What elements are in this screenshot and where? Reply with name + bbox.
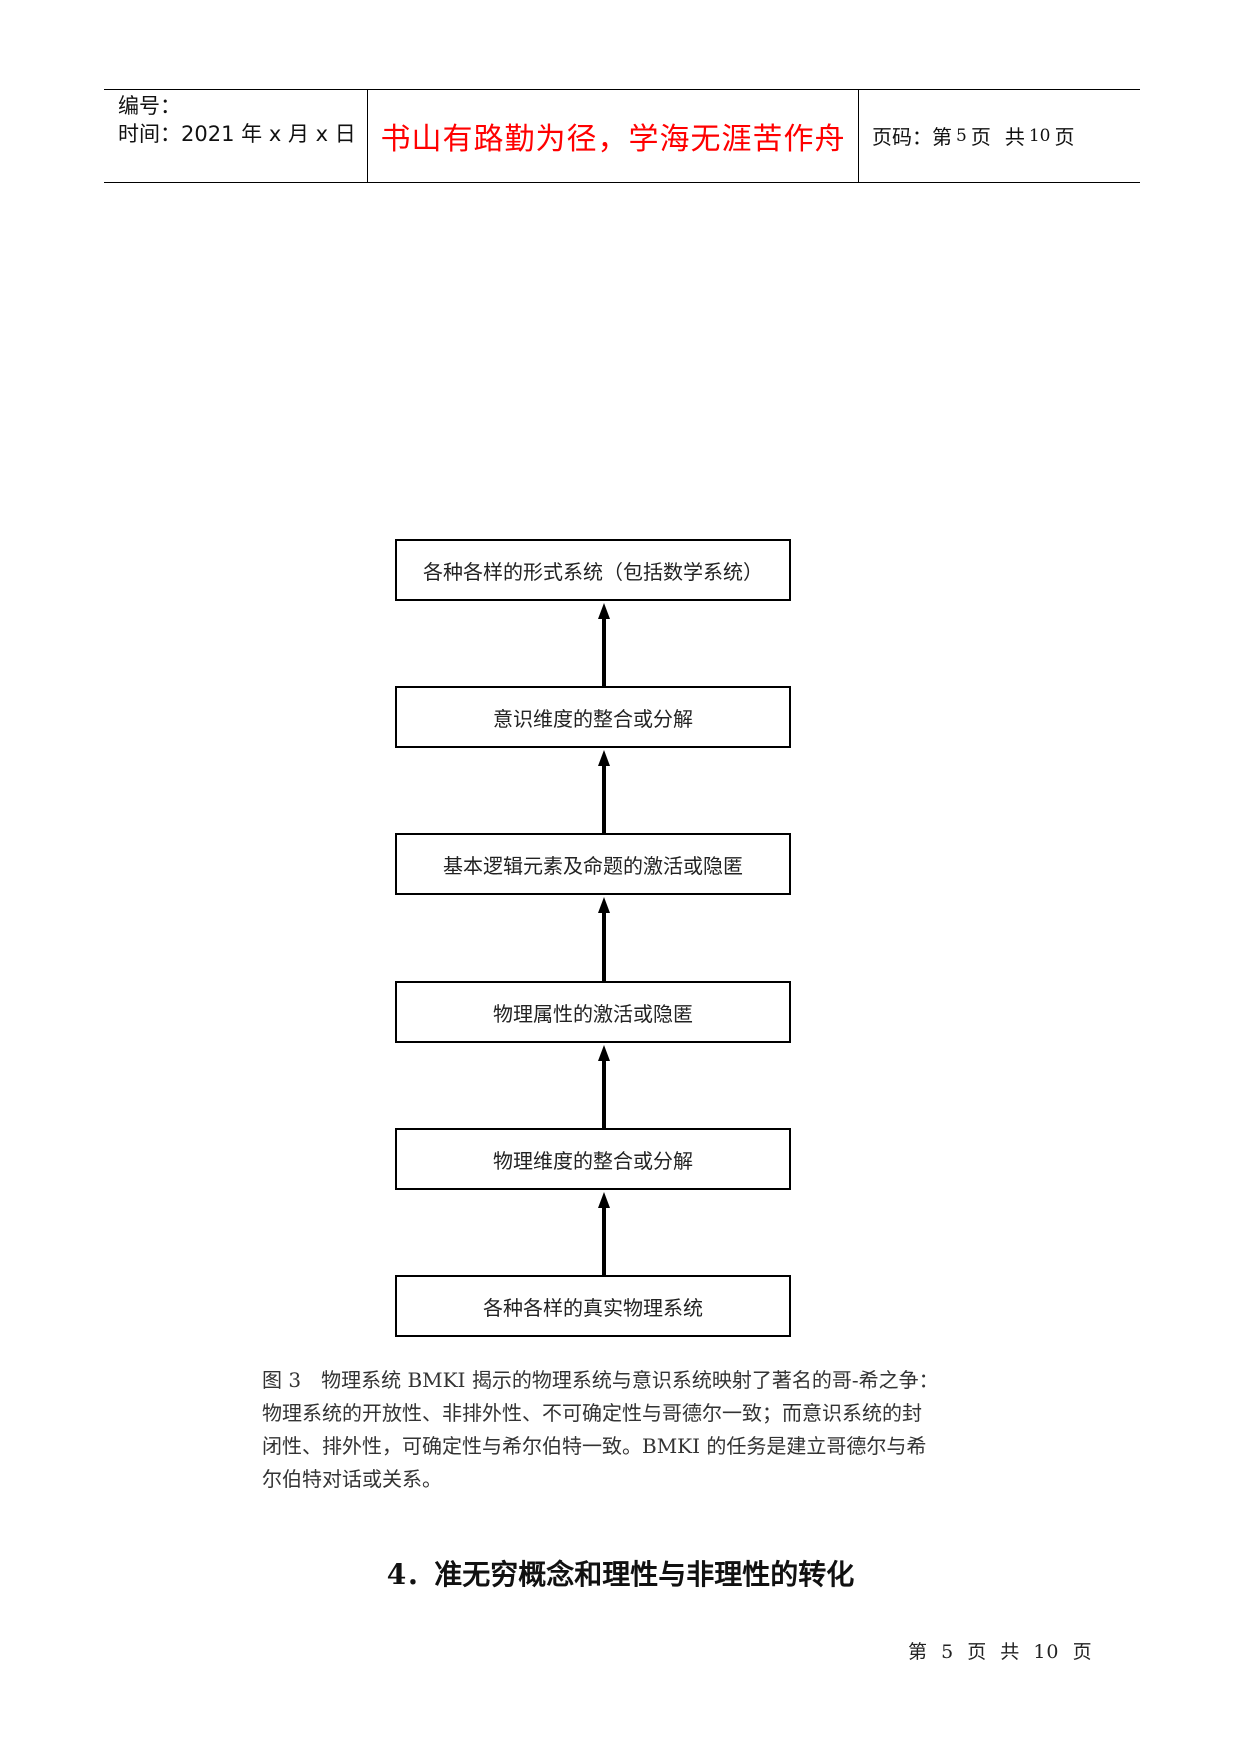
time-line: 时间：2021 年 x 月 x 日 — [118, 120, 356, 148]
header-page-info: 页码：第 5 页 共 10 页 — [872, 89, 1074, 182]
diagram-box-logic-elements: 基本逻辑元素及命题的激活或隐匿 — [395, 833, 791, 895]
header-divider-left — [367, 89, 368, 183]
time-day-char: 日 — [334, 122, 356, 146]
header-motto: 书山有路勤为径，学海无涯苦作舟 — [380, 121, 846, 157]
total-label: 共 — [1004, 125, 1025, 149]
header-divider-right — [858, 89, 859, 183]
flow-arrow-head — [598, 1045, 610, 1061]
diagram-box-consciousness-dimension: 意识维度的整合或分解 — [395, 686, 791, 748]
flow-arrow-head — [598, 750, 610, 766]
footer-gong: 共 — [1000, 1641, 1021, 1663]
time-month-char: 月 — [287, 122, 309, 146]
page-number: 5 — [956, 125, 967, 146]
total-unit: 页 — [1054, 125, 1075, 149]
flow-arrow-head — [598, 897, 610, 913]
footer-total-number: 10 — [1033, 1641, 1060, 1663]
time-year-char: 年 — [241, 122, 263, 146]
footer-ye-total: 页 — [1072, 1641, 1093, 1663]
caption-line: 闭性、排外性，可确定性与希尔伯特一致。BMKI 的任务是建立哥德尔与希 — [262, 1434, 927, 1458]
caption-line: 图 3 物理系统 BMKI 揭示的物理系统与意识系统映射了著名的哥-希之争： — [262, 1368, 939, 1392]
section-title: 4．准无穷概念和理性与非理性的转化 — [386, 1558, 855, 1591]
header-top-rule — [104, 89, 1140, 90]
diagram-box-real-physical-systems: 各种各样的真实物理系统 — [395, 1275, 791, 1337]
time-month-x: x — [268, 122, 282, 146]
diagram-box-formal-systems: 各种各样的形式系统（包括数学系统） — [395, 539, 791, 601]
page-label: 页码：第 — [872, 125, 952, 149]
figure-caption: 图 3 物理系统 BMKI 揭示的物理系统与意识系统映射了著名的哥-希之争： 物… — [262, 1364, 990, 1496]
header-bottom-rule — [104, 182, 1140, 183]
flow-arrow-head — [598, 603, 610, 619]
footer-page-number: 5 — [941, 1641, 955, 1663]
page-unit: 页 — [970, 125, 991, 149]
diagram-box-physical-attributes: 物理属性的激活或隐匿 — [395, 981, 791, 1043]
flow-arrow-head — [598, 1192, 610, 1208]
header-info: 编号： 时间：2021 年 x 月 x 日 — [118, 92, 356, 148]
serial-label: 编号： — [118, 94, 181, 118]
time-prefix: 时间：2021 — [118, 122, 235, 146]
total-number: 10 — [1028, 125, 1051, 146]
caption-line: 尔伯特对话或关系。 — [262, 1467, 442, 1491]
footer-di: 第 — [908, 1641, 929, 1663]
diagram-box-physical-dimension: 物理维度的整合或分解 — [395, 1128, 791, 1190]
page-footer: 第 5 页 共 10 页 — [905, 1637, 1096, 1664]
caption-line: 物理系统的开放性、非排外性、不可确定性与哥德尔一致；而意识系统的封 — [262, 1401, 922, 1425]
time-day-x: x — [315, 122, 329, 146]
footer-ye: 页 — [967, 1641, 988, 1663]
